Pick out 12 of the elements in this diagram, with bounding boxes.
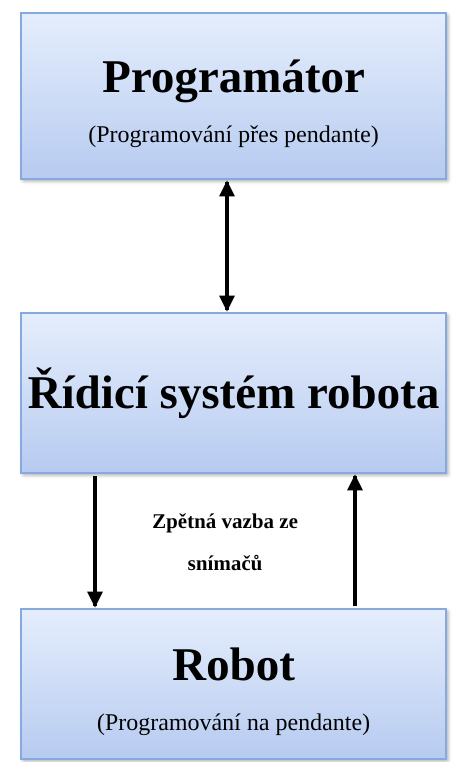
box-title: Programátor <box>102 50 365 106</box>
box-title: Robot <box>172 638 295 694</box>
box-title: Řídicí systém robota <box>28 366 440 421</box>
process-box <box>20 12 447 180</box>
feedback-note: Zpětná vazba ze snímačů <box>151 508 299 577</box>
box-subtitle: (Programování na pendante) <box>96 710 370 737</box>
arrow <box>87 476 103 608</box>
arrow <box>347 474 363 606</box>
arrow <box>219 180 235 312</box>
process-box <box>20 608 447 760</box>
process-box <box>20 312 447 474</box>
box-subtitle: (Programování přes pendante) <box>88 122 379 149</box>
